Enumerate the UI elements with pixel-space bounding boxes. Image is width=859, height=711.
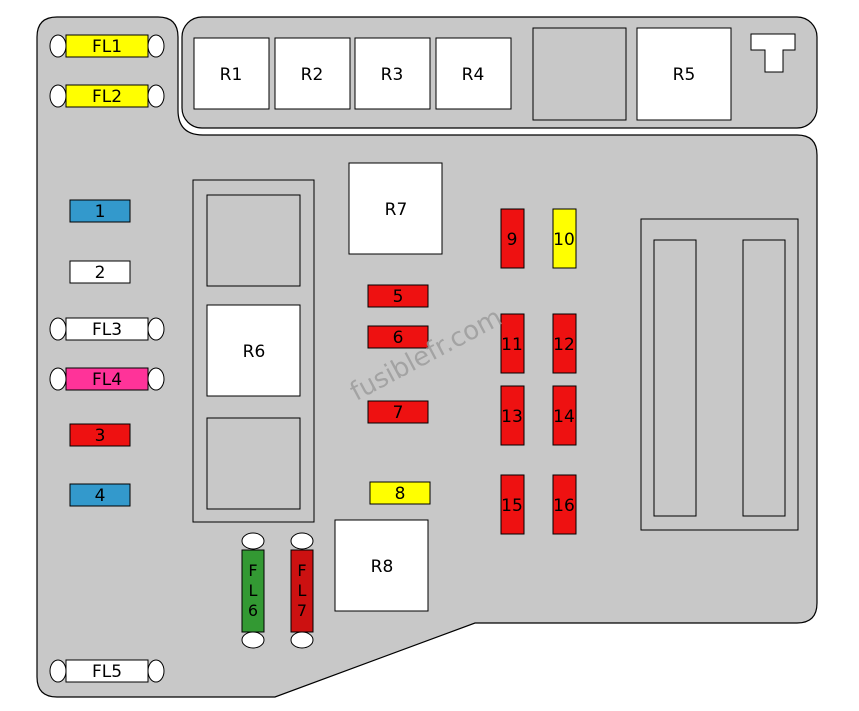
fl7-label-3: 7: [297, 601, 307, 620]
fusible-link-fl7: [290, 549, 314, 633]
fuse-1: [69, 199, 131, 223]
fuse-11-label: 11: [501, 335, 523, 355]
relay-r8-label: R8: [371, 557, 394, 577]
t-connector-symbol: [750, 33, 796, 73]
relay-r6: [206, 304, 301, 397]
empty-relay-slot-lower: [206, 417, 301, 510]
fuse-7: [367, 400, 429, 424]
fl6-terminal-top: [241, 532, 265, 550]
fl6-label-2: L: [249, 581, 258, 600]
fl3-label: FL3: [92, 320, 122, 340]
fuse-8-label: 8: [395, 484, 406, 504]
fl6-label-1: F: [248, 561, 257, 580]
connector-slot-right: [742, 239, 786, 517]
relay-r5: [636, 27, 732, 121]
fusible-link-fl5: [65, 659, 149, 683]
fuse-3: [69, 423, 131, 447]
fl3-terminal-right: [147, 317, 165, 341]
fl5-terminal-left: [49, 659, 67, 683]
fuse-14-label: 14: [553, 407, 575, 427]
empty-relay-slot: [532, 27, 627, 121]
fuse-12: [552, 313, 577, 374]
fuse-6-label: 6: [393, 328, 404, 348]
relay-r3: [354, 37, 431, 110]
relay-r3-label: R3: [381, 65, 404, 85]
fuse-16-label: 16: [553, 496, 575, 516]
relay-r4: [435, 37, 512, 110]
relay-r1-label: R1: [220, 65, 243, 85]
fuse-3-label: 3: [95, 426, 106, 446]
fuse-10-label: 10: [553, 230, 575, 250]
fuse-13-label: 13: [501, 407, 523, 427]
relay-r2: [274, 37, 351, 110]
fl1-terminal-right: [147, 34, 165, 58]
fuse-11: [500, 313, 525, 374]
fl7-label-2: L: [298, 581, 307, 600]
relay-r7-label: R7: [385, 200, 408, 220]
fusible-link-fl1: [65, 34, 149, 58]
fl6-label-3: 6: [248, 601, 258, 620]
fl7-terminal-top: [290, 532, 314, 550]
fuse-8: [369, 481, 431, 505]
fuse-1-label: 1: [95, 202, 106, 222]
fuse-15: [500, 474, 525, 535]
fl2-label: FL2: [92, 87, 122, 107]
fl1-terminal-left: [49, 34, 67, 58]
fl2-terminal-left: [49, 84, 67, 108]
fl3-terminal-left: [49, 317, 67, 341]
fuse-9-label: 9: [507, 230, 518, 250]
relay-r2-label: R2: [301, 65, 324, 85]
fl7-terminal-bottom: [290, 631, 314, 649]
fuse-2: [69, 260, 131, 284]
fusible-link-fl4: [65, 367, 149, 391]
relay-r4-label: R4: [462, 65, 485, 85]
fusible-link-fl2: [65, 84, 149, 108]
fl6-terminal-bottom: [241, 631, 265, 649]
fl5-label: FL5: [92, 662, 122, 682]
fuse-16: [552, 474, 577, 535]
fuse-5-label: 5: [393, 287, 404, 307]
fusible-link-fl6: [241, 549, 265, 633]
fuse-5: [367, 284, 429, 308]
connector-slot-left: [653, 239, 697, 517]
relay-r7: [348, 162, 443, 255]
empty-relay-slot-upper: [206, 194, 301, 287]
relay-r6-label: R6: [243, 342, 266, 362]
fl4-label: FL4: [92, 370, 122, 390]
relay-r8: [334, 519, 429, 612]
fusible-link-fl3: [65, 317, 149, 341]
fuse-9: [500, 208, 525, 269]
fuse-7-label: 7: [393, 403, 404, 423]
relay-r5-label: R5: [673, 65, 696, 85]
fuse-13: [500, 385, 525, 446]
fuse-4-label: 4: [95, 486, 106, 506]
fl1-label: FL1: [92, 37, 122, 57]
fuse-14: [552, 385, 577, 446]
fl7-label-1: F: [297, 561, 306, 580]
fl4-terminal-left: [49, 367, 67, 391]
fl2-terminal-right: [147, 84, 165, 108]
fuse-10: [552, 208, 577, 269]
fl5-terminal-right: [147, 659, 165, 683]
relay-r1: [193, 37, 270, 110]
fuse-12-label: 12: [553, 335, 575, 355]
fl4-terminal-right: [147, 367, 165, 391]
fuse-15-label: 15: [501, 496, 523, 516]
fuse-4: [69, 483, 131, 507]
fuse-2-label: 2: [95, 263, 106, 283]
fuse-6: [367, 325, 429, 349]
